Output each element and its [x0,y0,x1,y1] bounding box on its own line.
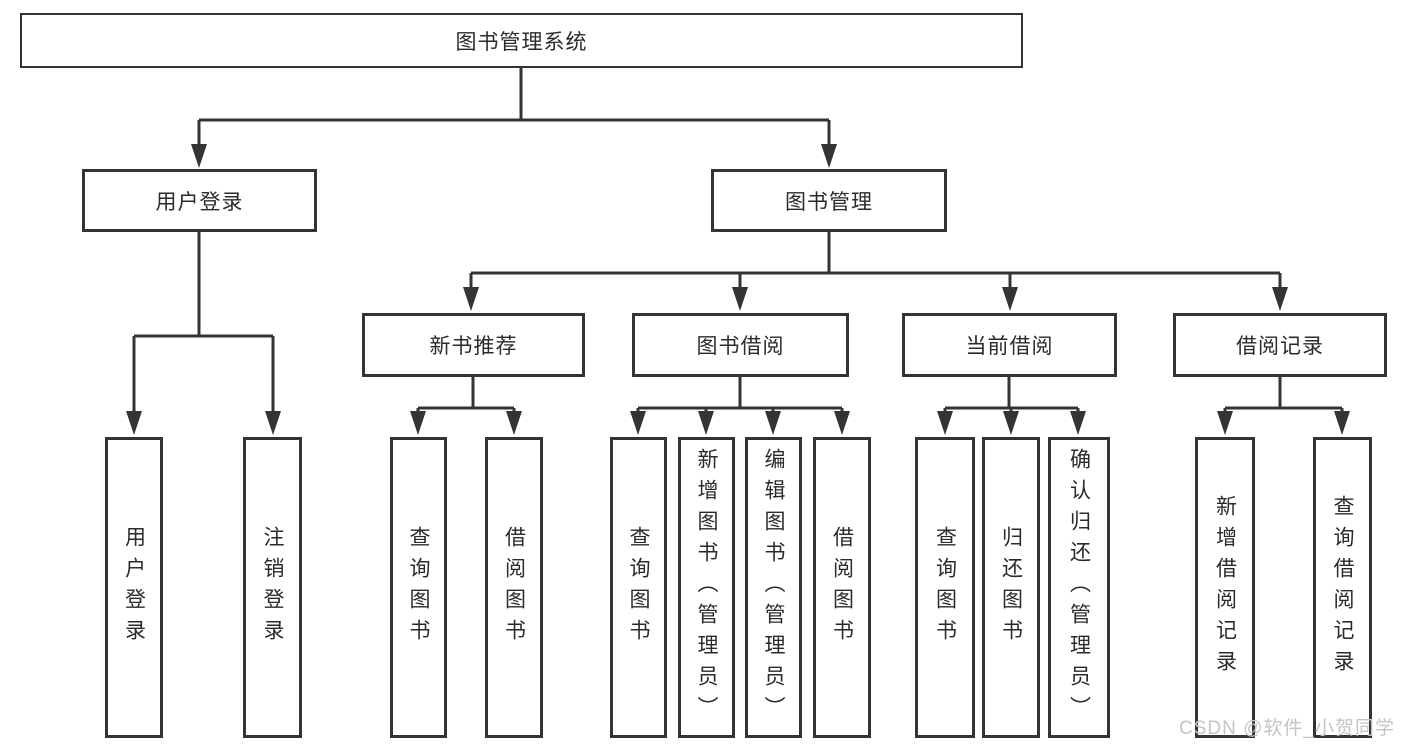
node-current-borrow-label: 当前借阅 [965,335,1054,358]
arrowhead [1002,287,1018,311]
leaf-borrow-add-book-label: 新增图书（管理员） [695,448,718,727]
node-book-borrow: 图书借阅 [632,313,849,377]
leaf-current-return-book-label: 归还图书 [999,525,1023,650]
arrowhead [698,411,714,435]
leaf-recommend-query-book-label: 查询图书 [407,525,430,650]
leaf-current-confirm-return: 确认归还（管理员） [1048,437,1110,738]
csdn-watermark: CSDN @软件_小贺同学 [1179,718,1395,739]
leaf-borrow-add-book: 新增图书（管理员） [678,437,735,738]
leaf-borrow-edit-book: 编辑图书（管理员） [745,437,802,738]
arrowhead [630,411,646,435]
leaf-logout-login: 注销登录 [243,437,302,738]
leaf-current-confirm-return-label: 确认归还（管理员） [1067,448,1091,727]
connector [132,232,275,414]
leaf-recommend-borrow-book-label: 借阅图书 [502,525,526,650]
arrowhead [126,411,142,435]
connector [416,377,516,416]
connector [943,377,1080,416]
node-user-login: 用户登录 [82,169,317,232]
leaf-borrow-borrow-book: 借阅图书 [813,437,871,738]
connector [469,232,1282,290]
arrowhead [1003,411,1019,435]
leaf-borrow-edit-book-label: 编辑图书（管理员） [762,448,785,727]
node-book-management-label: 图书管理 [785,190,873,214]
node-book-borrow-label: 图书借阅 [696,335,785,358]
leaf-recommend-query-book: 查询图书 [390,437,447,738]
arrowhead [1217,411,1233,435]
leaf-user-login: 用户登录 [105,437,163,738]
connector [197,68,831,147]
node-borrow-record-label: 借阅记录 [1236,335,1324,358]
node-new-book-recommend-label: 新书推荐 [429,335,518,358]
arrowhead [765,411,781,435]
node-book-management: 图书管理 [711,169,947,232]
arrowhead [732,287,748,311]
node-new-book-recommend: 新书推荐 [362,313,585,377]
leaf-user-login-label: 用户登录 [122,525,146,650]
leaf-borrow-borrow-book-label: 借阅图书 [830,525,854,650]
arrowhead [1070,411,1086,435]
node-root-label: 图书管理系统 [455,30,588,54]
arrowhead [1272,287,1288,311]
arrowhead [506,411,522,435]
arrowhead [821,144,837,168]
leaf-record-query-label: 查询借阅记录 [1331,494,1354,681]
leaf-record-add: 新增借阅记录 [1195,437,1255,738]
arrowhead [937,411,953,435]
arrowhead [834,411,850,435]
connector [1223,377,1344,416]
node-root: 图书管理系统 [20,13,1023,68]
leaf-borrow-query-book: 查询图书 [610,437,667,738]
leaf-borrow-query-book-label: 查询图书 [627,525,650,650]
arrowhead [265,411,281,435]
leaf-logout-login-label: 注销登录 [261,525,284,650]
leaf-current-query-book-label: 查询图书 [933,525,957,650]
node-current-borrow: 当前借阅 [902,313,1117,377]
leaf-current-query-book: 查询图书 [915,437,975,738]
connector [636,377,844,416]
arrowhead [463,287,479,311]
arrowhead [191,144,207,168]
leaf-record-add-label: 新增借阅记录 [1213,494,1237,681]
arrowhead [410,411,426,435]
node-user-login-label: 用户登录 [155,190,244,214]
node-borrow-record: 借阅记录 [1173,313,1387,377]
leaf-record-query: 查询借阅记录 [1313,437,1372,738]
leaf-current-return-book: 归还图书 [982,437,1040,738]
arrowhead [1334,411,1350,435]
leaf-recommend-borrow-book: 借阅图书 [485,437,543,738]
